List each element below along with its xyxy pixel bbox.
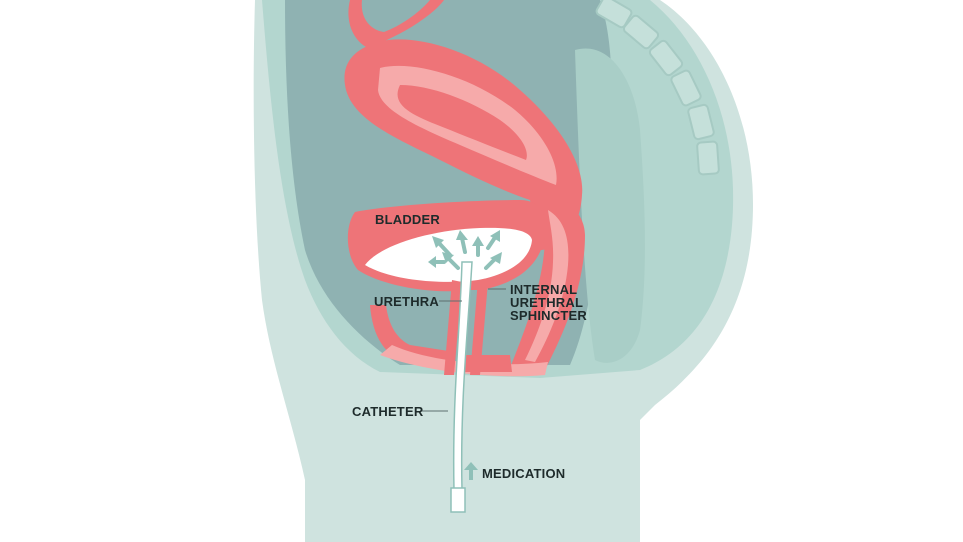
label-bladder: BLADDER (375, 212, 440, 227)
spine-vertebrae (595, 0, 720, 176)
arrow-up-icon (428, 230, 502, 270)
label-sphincter-1: INTERNAL (510, 282, 577, 297)
urethra-wall-left (444, 280, 462, 375)
label-medication: MEDICATION (482, 466, 565, 481)
vagina (510, 185, 585, 370)
urethra-wall-right (470, 280, 488, 375)
label-sphincter-2: URETHRAL (510, 295, 583, 310)
label-catheter: CATHETER (352, 404, 424, 419)
fallopian-tube (348, 0, 444, 48)
catheter-tip (450, 487, 466, 513)
label-urethra: URETHRA (374, 294, 439, 309)
vagina-inner (525, 210, 569, 362)
uterus-cavity (397, 85, 527, 160)
label-sphincter-3: SPHINCTER (510, 308, 587, 323)
medication-arrow-icon (464, 462, 478, 480)
rectum (575, 48, 645, 363)
